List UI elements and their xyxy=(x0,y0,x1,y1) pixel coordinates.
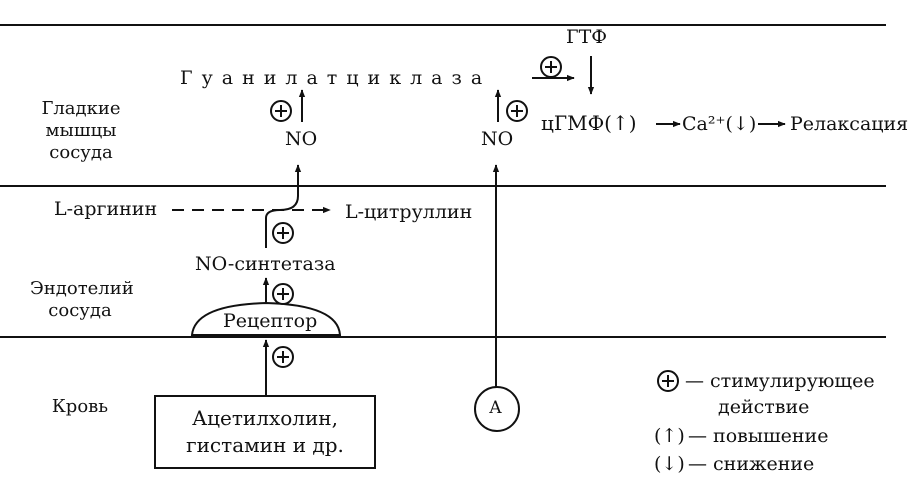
l-arginine-label: L-аргинин xyxy=(54,198,158,220)
no-synthase-label: NO-синтетаза xyxy=(195,253,336,275)
no-left-label: NO xyxy=(285,128,318,150)
agents-label-line: Ацетилхолин, xyxy=(192,406,338,430)
calcium-label: Ca²⁺(↓) xyxy=(682,113,757,135)
zone-label-line: сосуда xyxy=(48,300,112,321)
plus-icon xyxy=(272,346,294,368)
agents-label-line: гистамин и др. xyxy=(186,433,344,457)
legend-increase-symbol: (↑) xyxy=(654,425,685,447)
plus-icon xyxy=(272,222,294,244)
plus-icon xyxy=(540,56,562,78)
circle-a xyxy=(474,386,520,432)
zone-label-line: Эндотелий xyxy=(30,278,134,299)
receptor-shape xyxy=(190,301,342,336)
relaxation-label: Релаксация xyxy=(790,113,909,135)
agents-box xyxy=(154,395,376,469)
zone-label-line: Гладкие xyxy=(41,98,121,119)
no-right-label: NO xyxy=(481,128,514,150)
zone-label-endothelium: Эндотелий сосуда xyxy=(30,278,134,322)
legend-plus-icon xyxy=(657,370,679,392)
plus-icon xyxy=(506,100,528,122)
guanylate-cyclase-label: Гуанилатциклаза xyxy=(180,67,492,89)
gtp-label: ГТФ xyxy=(566,26,608,48)
cgmp-label: цГМФ(↑) xyxy=(541,111,637,135)
zone-label-line: мышцы xyxy=(45,120,117,141)
zone-label-blood: Кровь xyxy=(51,396,109,417)
l-citrulline-label: L-цитруллин xyxy=(345,201,473,223)
zone-label-smooth-muscle: Гладкие мышцы сосуда xyxy=(36,98,126,164)
legend-increase-label: — повышение xyxy=(688,425,829,447)
legend-stimulating-label: — стимулирующее xyxy=(685,370,875,392)
zone-label-line: сосуда xyxy=(49,142,113,163)
circle-a-label: А xyxy=(489,398,502,418)
plus-icon xyxy=(270,100,292,122)
legend-stimulating-label-cont: действие xyxy=(718,396,810,418)
receptor-label: Рецептор xyxy=(223,310,318,332)
agents-label: Ацетилхолин, гистамин и др. xyxy=(155,405,375,459)
legend-decrease-symbol: (↓) xyxy=(654,453,685,475)
plus-icon xyxy=(272,283,294,305)
reaction-to-no-curve xyxy=(265,164,302,243)
legend-decrease-label: — снижение xyxy=(688,453,815,475)
